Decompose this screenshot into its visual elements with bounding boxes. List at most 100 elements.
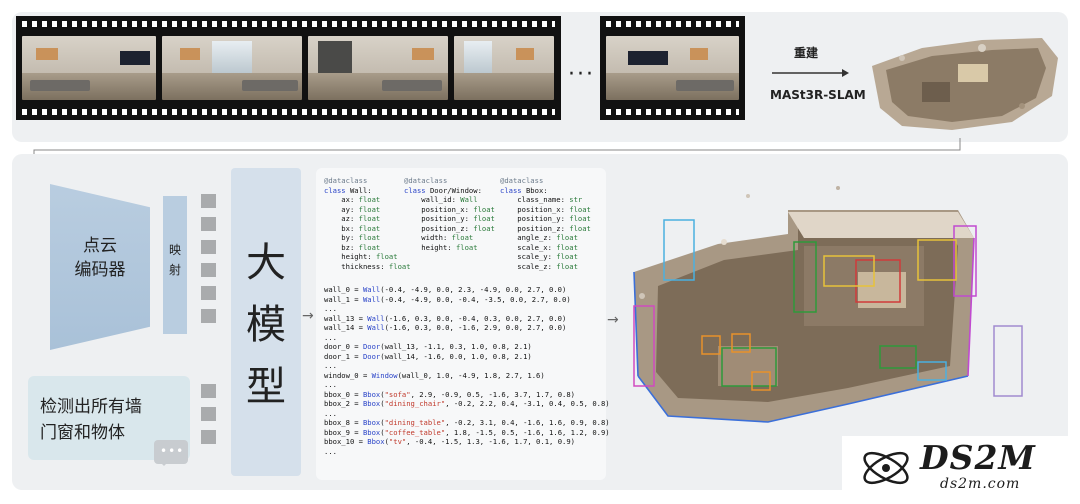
code-line: bbox_9 = Bbox("coffee_table", 1.8, -1.5,… <box>324 427 610 437</box>
token <box>201 240 216 254</box>
llm-label-line3: 型 <box>246 364 286 410</box>
logo-subtitle: ds2m.com <box>940 476 1021 492</box>
arrow-right-icon: → <box>302 308 314 324</box>
code-line: position_z: float <box>500 223 591 233</box>
code-line: position_y: float <box>404 214 495 223</box>
token <box>201 263 216 277</box>
code-line: az: float <box>324 214 381 223</box>
atom-logo-icon <box>863 451 909 485</box>
token <box>201 217 216 231</box>
video-filmstrip <box>16 16 561 120</box>
video-filmstrip-last <box>600 16 745 120</box>
code-line: @dataclass <box>500 176 544 185</box>
prompt-line2: 门窗和物体 <box>40 423 125 443</box>
projection-layer <box>163 196 187 334</box>
reconstruct-label: 重建 <box>794 46 819 60</box>
token <box>201 309 216 323</box>
code-line: wall_id: Wall <box>404 195 478 204</box>
code-line: thickness: float <box>324 261 411 271</box>
code-line: bx: float <box>324 223 381 233</box>
code-line: ... <box>324 332 337 342</box>
code-line: by: float <box>324 233 381 242</box>
code-line: bbox_2 = Bbox("dining_chair", -0.2, 2.2,… <box>324 399 610 408</box>
point-tokens <box>201 194 216 332</box>
code-line: position_y: float <box>500 214 591 223</box>
video-frame <box>606 36 739 100</box>
code-line: ... <box>324 408 337 418</box>
watermark-logo <box>842 436 1080 504</box>
structured-output-code <box>316 168 606 480</box>
annotated-3d-scene <box>633 186 1023 423</box>
slam-point-cloud <box>872 38 1058 130</box>
code-line: position_x: float <box>404 204 495 214</box>
prompt-line1: 检测出所有墙 <box>40 397 142 417</box>
code-line: height: float <box>324 252 398 261</box>
code-line: bz: float <box>324 242 381 252</box>
code-line: class_name: str <box>500 195 583 204</box>
code-line: ... <box>324 380 337 389</box>
video-frame <box>454 36 554 100</box>
token <box>201 430 216 444</box>
code-line: scale_y: float <box>500 252 578 261</box>
encoder-label: 点云 编码器 <box>60 234 140 282</box>
encoder-label-line1: 点云 <box>83 236 117 256</box>
code-line: height: float <box>404 242 478 252</box>
code-line: ax: float <box>324 195 381 204</box>
chat-bubble-icon <box>154 440 188 466</box>
token <box>201 407 216 421</box>
code-line: door_0 = Door(wall_13, -1.1, 0.3, 1.0, 0… <box>324 342 532 351</box>
code-line: ... <box>324 446 337 456</box>
code-line: bbox_10 = Bbox("tv", -0.4, -1.5, 1.3, -1… <box>324 437 575 446</box>
video-frame <box>22 36 156 100</box>
code-line: @dataclass <box>324 176 368 185</box>
more-frames-ellipsis: ··· <box>568 62 595 87</box>
point-cloud-encoder <box>50 184 150 350</box>
llm-label-line2: 模 <box>246 302 286 348</box>
film-perforations-bottom <box>22 109 555 115</box>
code-line: position_x: float <box>500 204 591 214</box>
token <box>201 384 216 398</box>
reconstruct-arrow <box>772 69 849 77</box>
text-tokens <box>201 384 216 453</box>
code-line: ... <box>324 361 337 370</box>
slam-label: MASt3R-SLAM <box>770 88 866 102</box>
projection-label-line2: 射 <box>168 263 181 277</box>
code-line: scale_x: float <box>500 242 578 252</box>
projection-label-line1: 映 <box>168 243 181 257</box>
text-prompt: 检测出所有墙 门窗和物体 <box>40 394 180 446</box>
code-line: ... <box>324 304 337 313</box>
chat-dots: ••• <box>160 444 185 458</box>
encoder-label-line2: 编码器 <box>74 260 126 280</box>
code-line: scale_z: float <box>500 261 578 271</box>
video-frame <box>162 36 302 100</box>
code-line: bbox_8 = Bbox("dining_table", -0.2, 3.1,… <box>324 418 610 427</box>
code-line: ay: float <box>324 204 381 214</box>
code-line: wall_1 = Wall(-0.4, -4.9, 0.0, -0.4, -3.… <box>324 294 571 304</box>
token <box>201 286 216 300</box>
code-line: class Wall: <box>324 185 372 195</box>
code-line: class Bbox: <box>500 185 548 195</box>
code-line: wall_14 = Wall(-1.6, 0.3, 0.0, -1.6, 2.9… <box>324 323 567 332</box>
token <box>201 194 216 208</box>
llm-label-line1: 大 <box>246 240 286 286</box>
instance-code: wall_0 = Wall(-0.4, -4.9, 0.0, 2.3, -4.9… <box>324 285 610 456</box>
arrow-right-icon: → <box>607 312 619 328</box>
large-language-model-block <box>231 168 301 476</box>
film-perforations-top <box>22 21 555 27</box>
video-frame <box>308 36 448 100</box>
code-line: @dataclass <box>404 176 448 185</box>
code-line: angle_z: float <box>500 233 578 242</box>
code-line: window_0 = Window(wall_0, 1.0, -4.9, 1.8… <box>324 370 545 380</box>
llm-label: 大 模 型 <box>231 232 301 418</box>
projection-label: 映 射 <box>163 240 187 280</box>
code-line: wall_13 = Wall(-1.6, 0.3, 0.0, -0.4, 0.3… <box>324 313 567 323</box>
code-line: width: float <box>404 233 474 242</box>
logo-title: DS2M <box>920 438 1036 477</box>
code-line: door_1 = Door(wall_14, -1.6, 0.0, 1.0, 0… <box>324 351 532 361</box>
code-line: bbox_0 = Bbox("sofa", 2.9, -0.9, 0.5, -1… <box>324 389 575 399</box>
code-line: wall_0 = Wall(-0.4, -4.9, 0.0, 2.3, -4.9… <box>324 285 567 294</box>
code-line: class Door/Window: <box>404 185 482 195</box>
